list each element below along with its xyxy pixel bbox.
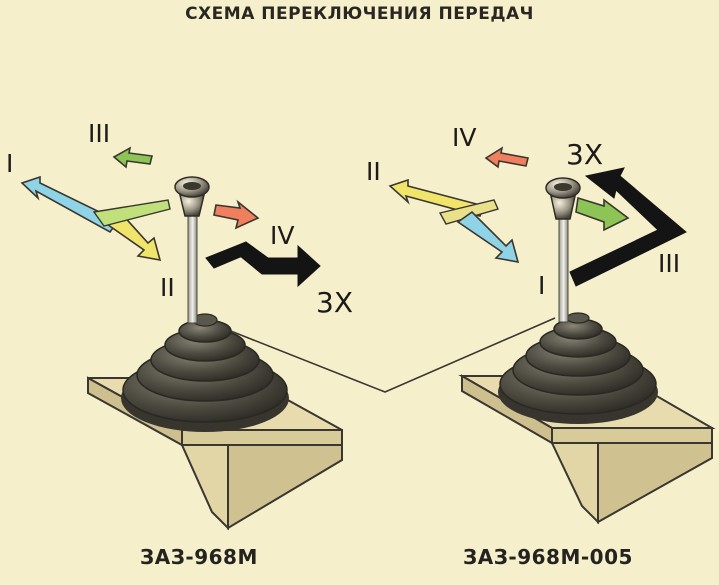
lever-knob-left xyxy=(174,176,210,217)
label-reverse-left: 3X xyxy=(316,286,353,319)
lever-knob-right xyxy=(545,177,581,220)
shifter-right: I II III IV 3X xyxy=(366,123,716,525)
gear-lever-right xyxy=(558,217,569,323)
arrow-gear3-right xyxy=(575,196,630,232)
arrow-gear1-right xyxy=(456,210,520,264)
label-gear1-right: I xyxy=(538,271,545,300)
gear-lever-left xyxy=(187,214,198,324)
connector-line xyxy=(207,317,556,393)
caption-right-model: ЗАЗ-968М-005 xyxy=(463,545,633,569)
label-gear2-left: II xyxy=(160,273,175,302)
shifter-left: I II III IV 3X xyxy=(6,119,353,531)
label-gear1-left: I xyxy=(6,149,13,178)
arrow-reverse-right xyxy=(569,167,687,287)
arrow-neutral-right xyxy=(438,199,499,225)
arrow-reverse-left xyxy=(205,241,321,288)
arrow-gear4-right xyxy=(484,146,529,169)
label-gear2-right: II xyxy=(366,157,381,186)
caption-left-model: ЗАЗ-968М xyxy=(140,545,258,569)
rubber-boot-left xyxy=(121,313,289,432)
page-title: СХЕМА ПЕРЕКЛЮЧЕНИЯ ПЕРЕДАЧ xyxy=(185,4,534,24)
label-gear4-left: IV xyxy=(270,221,294,250)
rubber-boot-right xyxy=(498,312,658,424)
arrow-gear4-left xyxy=(213,199,260,230)
arrow-gear3-left xyxy=(112,146,153,169)
label-gear3-left: III xyxy=(88,119,110,148)
label-gear3-right: III xyxy=(658,249,680,278)
arrow-neutral-left xyxy=(92,199,171,227)
label-reverse-right: 3X xyxy=(566,138,603,171)
label-gear4-right: IV xyxy=(452,123,476,152)
